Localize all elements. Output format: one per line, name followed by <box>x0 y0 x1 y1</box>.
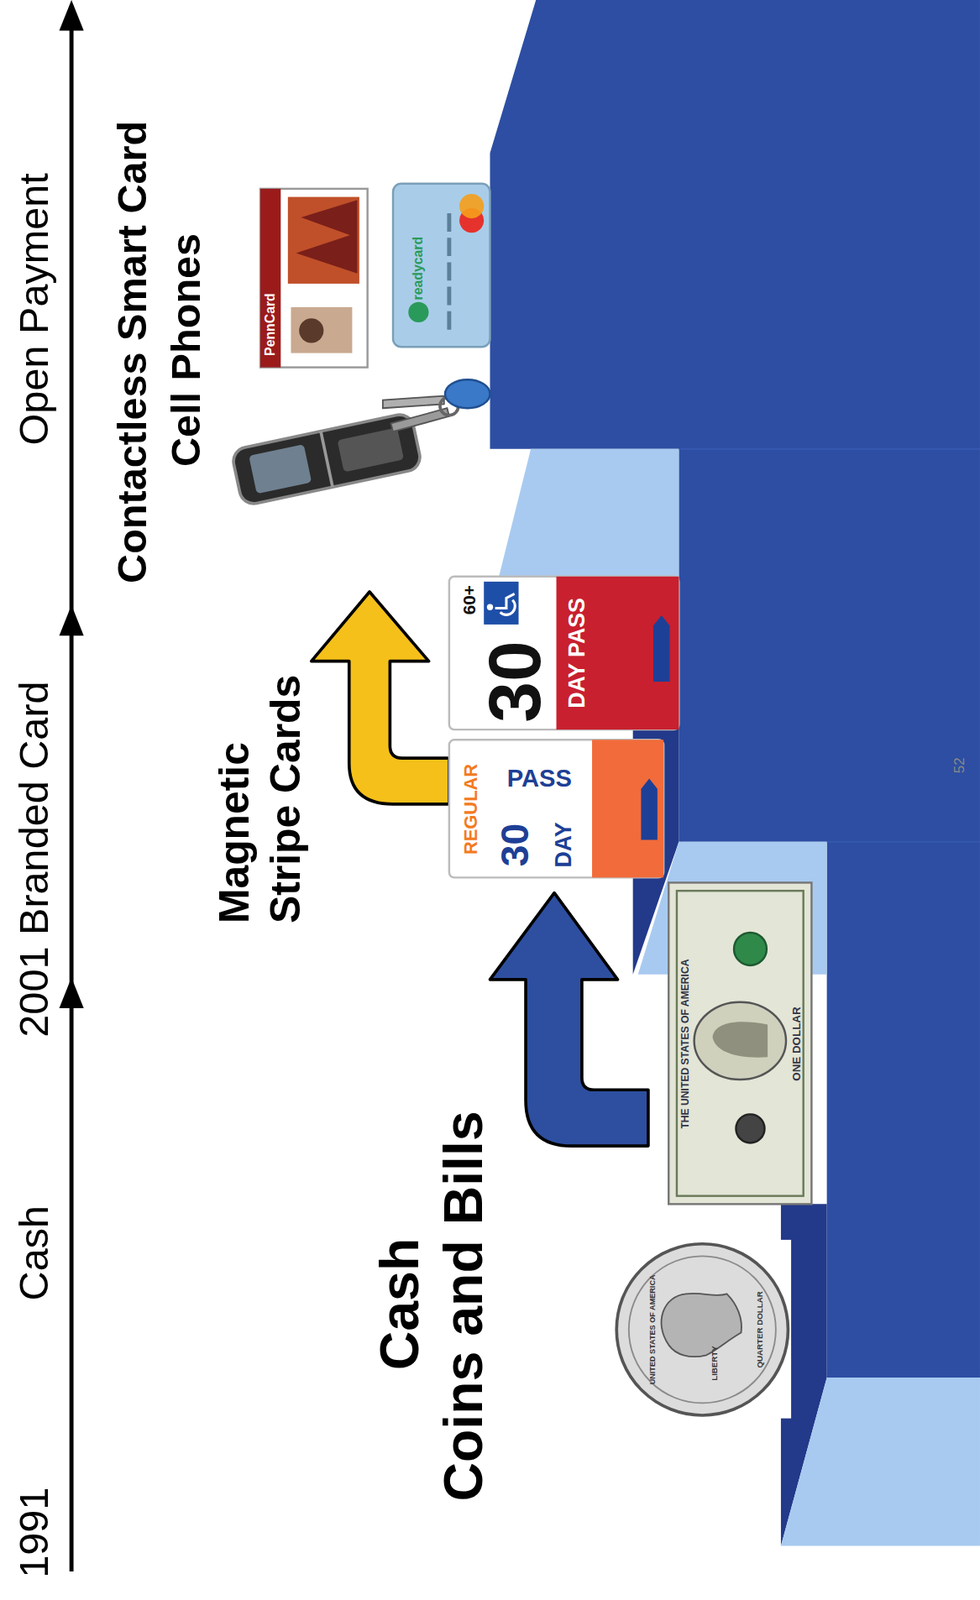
stair-steps <box>495 449 680 593</box>
card-text: 30 <box>479 635 551 728</box>
senior-pass-card <box>487 604 493 611</box>
penncard <box>260 188 281 368</box>
timeline-axis <box>59 978 84 1009</box>
senior-pass-card <box>483 581 519 625</box>
stair-steps <box>490 0 980 1379</box>
dollar-bill <box>733 932 767 966</box>
card-text: 60+ <box>458 579 482 621</box>
dollar-bill <box>694 1002 787 1080</box>
regular-pass-card <box>449 739 664 878</box>
stage-heading: Coins and Bills <box>432 1071 496 1541</box>
bill-text: THE UNITED STATES OF AMERICA <box>678 911 693 1178</box>
dollar-bill <box>668 882 812 1205</box>
dollar-bill <box>712 1021 768 1059</box>
penncard <box>260 188 368 368</box>
readycard <box>446 212 451 331</box>
stair-steps <box>678 448 980 450</box>
quarter-coin <box>612 1240 792 1420</box>
penncard <box>290 307 352 354</box>
senior-pass-card <box>556 576 680 730</box>
coin-text: QUARTER DOLLAR <box>754 1268 767 1392</box>
stage-heading: Contactless Smart Card <box>105 66 159 639</box>
timeline-axis <box>59 0 84 1573</box>
penncard <box>298 318 324 343</box>
key-fob <box>382 396 445 409</box>
quarter-coin <box>612 1240 792 1420</box>
regular-pass-card <box>640 778 657 840</box>
dollar-bill <box>735 1114 765 1143</box>
dollar-bill <box>676 890 804 1196</box>
penncard <box>296 199 358 274</box>
timeline-axis <box>59 0 84 31</box>
timeline-year: 1991 <box>8 1472 60 1595</box>
stair-steps <box>827 841 980 843</box>
key-fob <box>382 379 491 432</box>
stage-heading: Magnetic Stripe Cards <box>209 648 312 924</box>
timeline-axis <box>59 605 84 636</box>
page-number: 52 <box>950 744 970 787</box>
bill-text: ONE DOLLAR <box>789 967 804 1121</box>
coin-text: LIBERTY <box>708 1333 722 1395</box>
timeline-stage: Open Payment <box>8 136 60 483</box>
progress-arrow <box>311 592 450 805</box>
stair-steps <box>780 1378 980 1547</box>
readycard <box>408 302 429 323</box>
penncard <box>288 197 360 284</box>
quarter-coin <box>661 1294 742 1358</box>
regular-pass-card <box>592 739 664 878</box>
coin-text: UNITED STATES OF AMERICA <box>645 1253 661 1407</box>
card-text: readycard <box>408 227 428 310</box>
key-fob <box>445 379 490 409</box>
senior-pass-card <box>449 576 680 730</box>
readycard <box>393 183 490 347</box>
senior-pass-card <box>449 576 680 730</box>
penncard <box>260 188 368 368</box>
progress-arrow <box>490 893 649 1147</box>
cell-phone <box>337 427 404 472</box>
senior-pass-card <box>653 615 670 682</box>
dollar-bill <box>668 882 812 1205</box>
card-text: PASS <box>492 758 585 800</box>
card-text: DAY <box>549 814 578 876</box>
quarter-coin <box>616 1244 788 1416</box>
senior-pass-card <box>495 593 516 615</box>
card-text: 30 <box>492 814 538 876</box>
cell-phone <box>248 444 312 494</box>
stage-heading: Cash <box>368 1090 432 1520</box>
card-text: DAY PASS <box>561 581 593 725</box>
cell-phone <box>320 431 333 488</box>
readycard <box>393 183 490 347</box>
timeline-axis <box>69 12 74 1573</box>
readycard <box>459 193 484 219</box>
regular-pass-card <box>449 739 664 878</box>
card-text: REGULAR <box>460 743 483 876</box>
timeline-stage: Cash <box>8 1182 60 1326</box>
card-text: PennCard <box>260 283 281 366</box>
timeline-stage: 2001 Branded Card <box>8 634 60 1085</box>
stage-heading: Cell Phones <box>159 197 213 504</box>
stair-steps <box>490 0 980 1547</box>
